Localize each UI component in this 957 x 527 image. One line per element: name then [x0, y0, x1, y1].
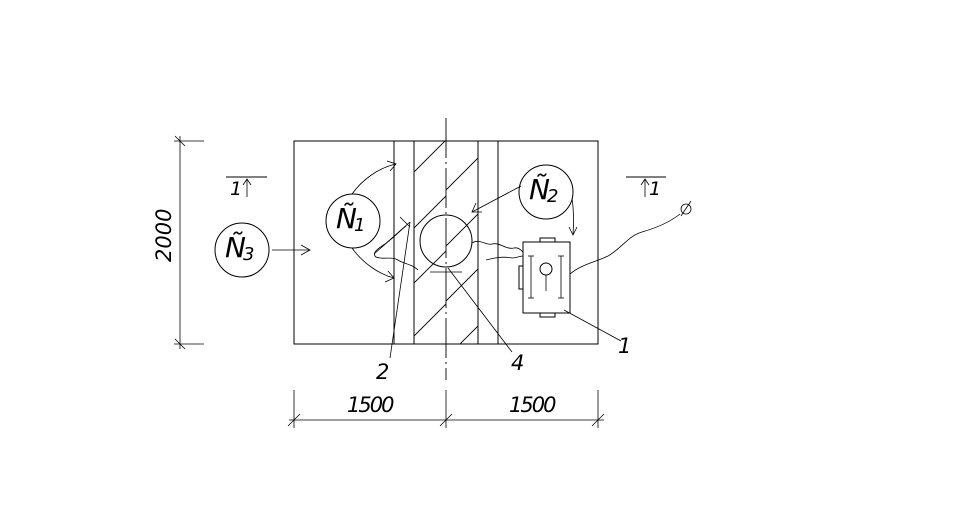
callout-label-4: 4	[511, 351, 524, 375]
dimension-height-label: 2000	[152, 209, 176, 262]
n3-arrowhead	[300, 244, 311, 256]
cable-upper	[471, 240, 524, 253]
dimension-width-right-label: 1500	[509, 393, 556, 417]
node-n3-symbol: Ñ	[225, 231, 246, 264]
measuring-device	[518, 237, 571, 318]
cable-lower	[485, 255, 524, 261]
leader-2b	[373, 221, 411, 255]
n2-arrowhead-pipe	[471, 202, 482, 213]
probe-icon	[680, 203, 692, 215]
hatch-left	[414, 141, 446, 337]
node-n1-subscript: 1	[354, 215, 365, 236]
n1-arc-bottom	[351, 247, 395, 279]
hatch-right	[446, 157, 478, 344]
leader-4	[447, 267, 513, 353]
n2-leader-pipe	[471, 185, 522, 213]
probe-cable	[569, 213, 681, 275]
node-n2-subscript: 2	[547, 186, 558, 207]
node-n2: Ñ 2	[518, 164, 574, 220]
dimension-width: 1500 1500	[287, 390, 605, 428]
section-mark-left: 1	[226, 176, 267, 200]
n2-arrowhead-device	[568, 226, 578, 236]
callout-label-1: 1	[618, 334, 631, 358]
node-n3-subscript: 3	[243, 244, 254, 265]
n1-arc-top	[351, 163, 397, 195]
node-n1: Ñ 1	[325, 193, 381, 249]
callout-label-2: 2	[376, 360, 389, 384]
section-label-left: 1	[230, 178, 242, 200]
n1-arrowhead-bottom	[384, 270, 395, 283]
dimension-width-left-label: 1500	[347, 393, 394, 417]
section-label-right: 1	[649, 178, 661, 200]
n1-arrowhead-top	[386, 160, 397, 172]
section-mark-right: 1	[626, 176, 666, 200]
node-n1-symbol: Ñ	[336, 202, 357, 235]
pipe-circle	[419, 214, 473, 268]
leader-2a	[389, 221, 411, 359]
probe-slash	[680, 200, 692, 217]
leader-2-tick	[399, 216, 411, 228]
leader-1	[563, 309, 622, 342]
n2-leader-device	[571, 197, 575, 236]
dimension-height: 2000	[152, 135, 204, 350]
node-n2-symbol: Ñ	[529, 173, 550, 206]
node-n3: Ñ 3	[214, 222, 270, 278]
